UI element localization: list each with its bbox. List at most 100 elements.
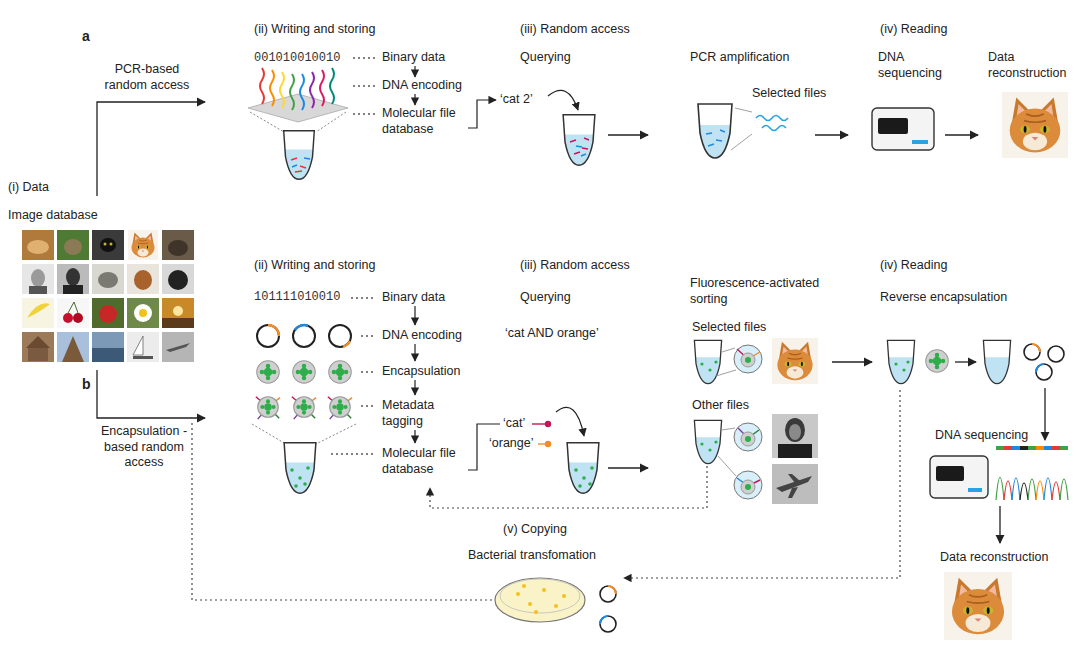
image-database-grid <box>127 298 159 328</box>
sorting-results <box>734 423 762 451</box>
panel-b-writing-storing <box>295 325 308 330</box>
copying-illustration <box>516 584 566 614</box>
sorting-results <box>788 474 800 483</box>
panel-b-random-access <box>582 476 586 480</box>
copying-illustration <box>542 588 546 592</box>
panel-b-writing-storing <box>414 306 415 325</box>
sorting-results <box>772 464 818 504</box>
panel-b-writing-storing <box>293 361 316 384</box>
panel-b-writing-storing <box>294 484 298 488</box>
query-tag: ‘cat’ <box>503 416 525 432</box>
panel-b-writing-storing <box>371 371 373 373</box>
panel-b-writing-storing <box>341 453 343 455</box>
copying-illustration <box>500 579 580 613</box>
panel-b-writing-storing <box>371 335 373 337</box>
panel-b-writing-storing <box>356 453 358 455</box>
image-database-grid <box>99 305 117 323</box>
panel-a-route <box>97 102 205 196</box>
panel-a-random-access <box>698 104 732 158</box>
sorting-results <box>789 424 801 440</box>
step-label: PCR amplification <box>690 50 789 66</box>
image-database-grid <box>92 348 124 362</box>
panel-b-writing-storing <box>331 297 373 455</box>
image-database-grid <box>63 313 73 323</box>
panel-a-writing-storing <box>373 85 375 87</box>
image-database-grid <box>128 230 158 260</box>
step-label: Metadata tagging <box>382 398 454 429</box>
panel-a-writing-storing <box>353 57 375 115</box>
image-database-grid <box>57 298 89 328</box>
panel-letter: b <box>82 376 91 394</box>
image-database-grid <box>29 286 47 294</box>
panel-b-writing-storing <box>303 482 307 486</box>
panel-b-writing-storing <box>356 297 358 299</box>
sorting-results <box>788 487 798 498</box>
panel-b-reading <box>996 446 1004 450</box>
sorting-results <box>741 480 755 494</box>
image-database-grid <box>100 238 116 252</box>
panel-b-reading <box>1012 446 1020 450</box>
panel-b-reading <box>1012 478 1020 500</box>
panel-a-random-access <box>576 146 586 156</box>
panel-b-reading <box>930 456 988 498</box>
panel-b-reading <box>1036 364 1052 380</box>
panel-b-random-access <box>578 484 582 488</box>
image-database-grid <box>166 343 190 352</box>
step-label: Data reconstruction <box>988 50 1076 81</box>
panel-a-writing-storing <box>363 113 365 115</box>
image-database-grid <box>127 332 159 362</box>
panel-a-writing-storing <box>250 112 346 132</box>
image-database-grid <box>168 270 188 290</box>
panel-b-writing-storing <box>290 468 294 472</box>
sorting-results <box>700 360 717 371</box>
panel-b-writing-storing <box>366 453 368 455</box>
panel-b-reading <box>1028 479 1036 500</box>
panel-b-reading <box>1004 446 1012 450</box>
panel-b-reading <box>1044 446 1052 450</box>
image-database-grid <box>134 270 152 290</box>
panel-b-reading <box>968 488 982 492</box>
panel-b-writing-storing <box>256 397 280 419</box>
image-database-grid <box>28 348 48 361</box>
panel-b-writing-storing <box>351 297 353 299</box>
image-database-grid <box>27 303 50 318</box>
panel-b-writing-storing <box>293 325 315 347</box>
sorting-results <box>716 348 736 376</box>
panel-b-random-access <box>590 466 594 470</box>
step-label: DNA encoding <box>382 78 462 94</box>
panel-a-writing-storing <box>310 72 314 108</box>
panel-b-reading <box>1060 479 1068 500</box>
query-text: ‘cat 2’ <box>500 92 533 108</box>
panel-b-writing-storing <box>371 453 373 455</box>
step-label: Encapsulation <box>382 364 461 380</box>
stage-heading: (ii) Writing and storing <box>254 258 375 274</box>
panel-a-writing-storing <box>290 74 294 110</box>
panel-b-reading <box>1048 346 1064 362</box>
panel-a-writing-storing <box>373 113 375 115</box>
panel-b-writing-storing <box>284 443 316 493</box>
panel-b-reading <box>1020 446 1028 450</box>
panel-b-reading <box>624 390 900 578</box>
panel-a-random-access <box>563 115 595 165</box>
panel-b-reading <box>983 340 1010 383</box>
panel-a-writing-storing <box>363 57 365 59</box>
binary-string: 101111010010 <box>254 290 340 305</box>
panel-a-writing-storing <box>358 113 360 115</box>
panel-a-random-access <box>706 130 725 146</box>
panel-b-reading <box>1052 446 1060 450</box>
panel-a-writing-storing <box>358 57 360 59</box>
stage-heading: (iv) Reading <box>880 22 947 38</box>
sorting-results <box>714 360 717 363</box>
image-database-grid <box>92 332 124 362</box>
sorting-results <box>734 471 762 499</box>
panel-b-reading <box>624 340 1068 640</box>
image-database-grid <box>110 243 113 246</box>
image-database-grid <box>22 332 54 362</box>
panel-b-reading <box>1024 344 1040 360</box>
panel-b-reading <box>902 368 905 371</box>
panel-b-writing-storing <box>328 397 352 419</box>
panel-b-random-access <box>588 482 592 486</box>
image-database-grid <box>98 272 118 288</box>
sorting-results <box>700 362 703 365</box>
image-database-grid <box>57 230 89 260</box>
